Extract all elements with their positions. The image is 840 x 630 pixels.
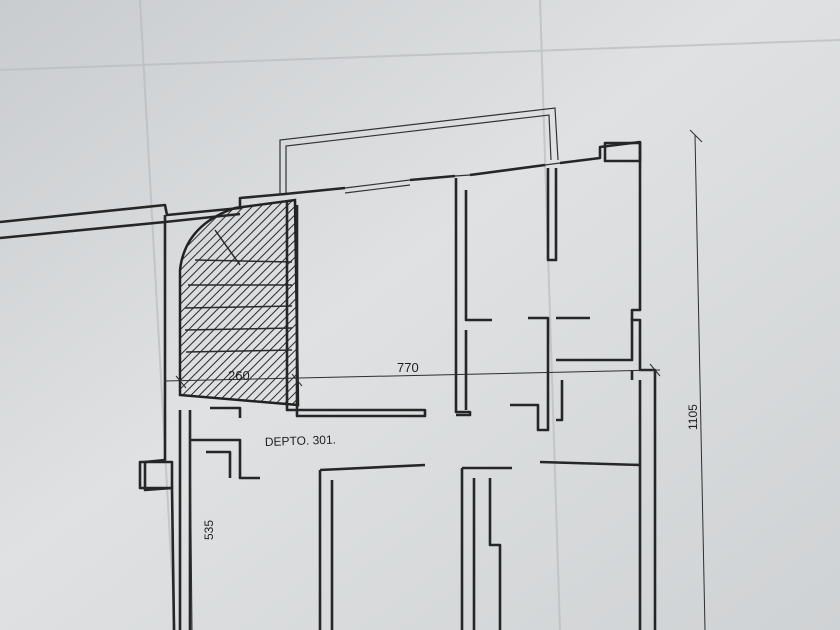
balcony-outline — [279, 107, 559, 195]
dimension-unit-width: 770 — [397, 360, 419, 375]
dimension-lower-depth: 535 — [202, 520, 216, 540]
interior-walls — [190, 168, 641, 630]
dimension-stair-width: 260 — [228, 368, 250, 383]
dimension-overall-depth: 1105 — [686, 404, 700, 430]
column-top-right — [603, 141, 642, 163]
dimension-lines — [164, 129, 706, 630]
stair-treads — [184, 229, 293, 353]
column-left — [138, 460, 174, 490]
stair-hatch — [178, 198, 300, 407]
window-top — [344, 162, 561, 194]
unit-label: DEPTO. 301. — [265, 433, 337, 449]
